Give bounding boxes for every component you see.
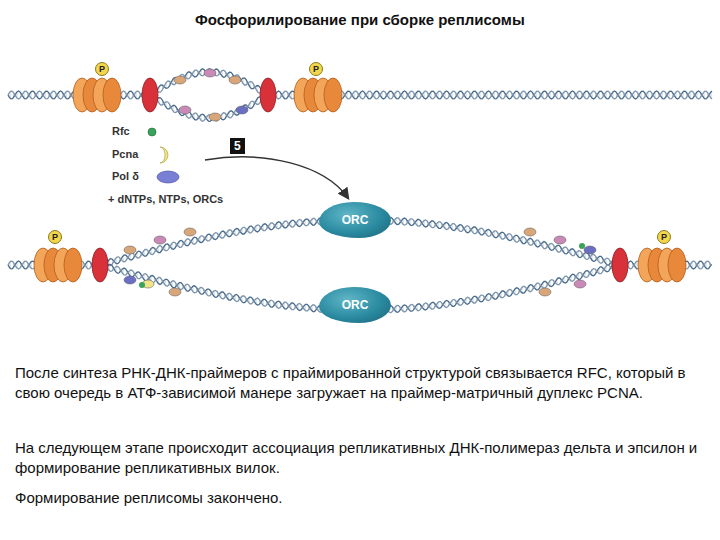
rfc-icon <box>579 243 585 249</box>
protein-bead <box>184 228 196 236</box>
body-text: После синтеза РНК-ДНК-праймеров с прайми… <box>15 363 705 402</box>
gins-subunit <box>612 248 628 282</box>
protein-bead <box>539 288 551 296</box>
protein-bead <box>209 113 221 121</box>
protein-bead <box>179 106 191 114</box>
dna-rungs <box>152 69 268 97</box>
helicase <box>73 78 121 112</box>
helicase-ring <box>668 248 686 282</box>
node-text: P <box>52 232 58 242</box>
node-text: 5 <box>234 139 241 153</box>
dna-strand <box>150 69 267 95</box>
legend-label: + dNTPs, NTPs, ORCs <box>108 193 223 205</box>
protein-bead <box>236 106 248 114</box>
protein-bead <box>169 288 181 296</box>
protein-bead <box>204 69 216 77</box>
helicase-ring <box>103 78 121 112</box>
rfc-icon <box>148 128 156 136</box>
helicase <box>294 78 342 112</box>
protein-bead <box>124 246 136 254</box>
gins-subunit <box>142 78 158 112</box>
protein-bead <box>524 228 536 236</box>
dna-strand <box>150 95 267 121</box>
protein-bead <box>554 236 566 244</box>
orc-complex: ORC <box>319 202 391 238</box>
node-text: P <box>661 232 667 242</box>
helicase-ring <box>324 78 342 112</box>
orc-complex: ORC <box>319 287 391 323</box>
body-text: Формирование реплисомы закончено. <box>15 488 705 508</box>
helicase-ring <box>64 248 82 282</box>
dna-rungs <box>152 93 268 121</box>
node-text: ORC <box>342 298 369 312</box>
phospho-marker: P <box>95 62 109 76</box>
helicase <box>34 248 82 282</box>
legend-label: Pcna <box>112 148 138 160</box>
protein-bead <box>124 276 136 284</box>
callout-number: 5 <box>230 138 245 154</box>
title: Фосфорилирование при сборке реплисомы <box>195 11 525 28</box>
step-arrow <box>205 157 348 198</box>
protein-bead <box>584 246 596 254</box>
protein-bead <box>229 76 241 84</box>
node-text: P <box>99 64 105 74</box>
pol-delta-icon <box>157 171 179 183</box>
legend-label: Pol δ <box>112 170 139 182</box>
legend-label: Rfc <box>112 125 130 137</box>
dna-strand <box>150 93 267 121</box>
dna-strand <box>150 69 267 97</box>
phospho-marker: P <box>657 230 671 244</box>
rfc-icon <box>139 282 145 288</box>
phospho-marker: P <box>309 62 323 76</box>
node-text: ORC <box>342 213 369 227</box>
node-text: P <box>313 64 319 74</box>
phospho-marker: P <box>48 230 62 244</box>
gins-subunit <box>92 248 108 282</box>
protein-bead <box>174 76 186 84</box>
gins-subunit <box>260 78 276 112</box>
pcna-icon <box>160 147 168 163</box>
helicase <box>638 248 686 282</box>
protein-bead <box>154 236 166 244</box>
protein-bead <box>574 280 586 288</box>
body-text: На следующем этапе происходит ассоциация… <box>15 438 705 477</box>
